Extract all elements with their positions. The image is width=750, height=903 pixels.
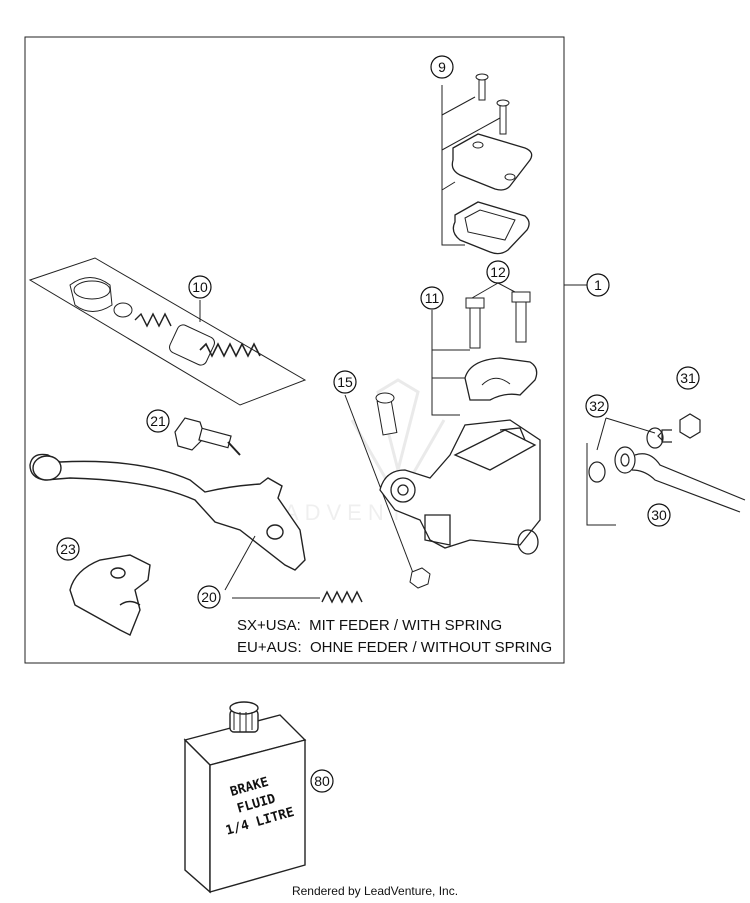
- part-9-group: [441, 73, 533, 255]
- assembly-frame: [24, 36, 565, 664]
- svg-text:15: 15: [337, 374, 353, 390]
- spring-note-usa: SX+USA: MIT FEDER / WITH SPRING: [237, 617, 503, 634]
- footer-credit: Rendered by LeadVenture, Inc.: [291, 884, 459, 898]
- svg-text:32: 32: [589, 398, 605, 414]
- part-20-spring: [232, 590, 363, 604]
- svg-text:23: 23: [60, 541, 76, 557]
- svg-text:30: 30: [651, 507, 667, 523]
- callout-11[interactable]: 11: [420, 286, 444, 310]
- svg-text:1: 1: [594, 277, 602, 293]
- svg-text:21: 21: [150, 413, 166, 429]
- brake-lever: [29, 453, 306, 591]
- callout-32[interactable]: 32: [585, 394, 609, 418]
- callout-10[interactable]: 10: [188, 275, 212, 299]
- part-21-group: [174, 417, 241, 456]
- svg-text:11: 11: [425, 290, 440, 306]
- spring-note-eu: EU+AUS: OHNE FEDER / WITHOUT SPRING: [237, 639, 553, 656]
- callout-9[interactable]: 9: [430, 55, 454, 79]
- callout-21[interactable]: 21: [146, 409, 170, 433]
- callout-12[interactable]: 12: [486, 260, 510, 284]
- callout-23[interactable]: 23: [56, 537, 80, 561]
- callout-30[interactable]: 30: [647, 503, 671, 527]
- part-10-group: [28, 257, 307, 406]
- svg-text:31: 31: [680, 370, 696, 386]
- svg-text:9: 9: [438, 59, 446, 75]
- part-30-31-32-group: [586, 413, 746, 526]
- callout-15[interactable]: 15: [333, 370, 357, 394]
- svg-text:12: 12: [490, 264, 506, 280]
- part-11-12-group: [431, 282, 538, 416]
- master-cylinder-body: [379, 419, 541, 555]
- svg-text:80: 80: [314, 773, 330, 789]
- callout-80[interactable]: 80: [310, 769, 334, 793]
- svg-text:20: 20: [201, 589, 217, 605]
- brake-fluid-bottle: [183, 701, 307, 894]
- part-23-cover: [69, 554, 151, 636]
- part-15-group: [344, 392, 431, 589]
- svg-text:10: 10: [192, 279, 208, 295]
- callout-31[interactable]: 31: [676, 366, 700, 390]
- callout-20[interactable]: 20: [197, 585, 221, 609]
- callout-1[interactable]: 1: [586, 273, 610, 297]
